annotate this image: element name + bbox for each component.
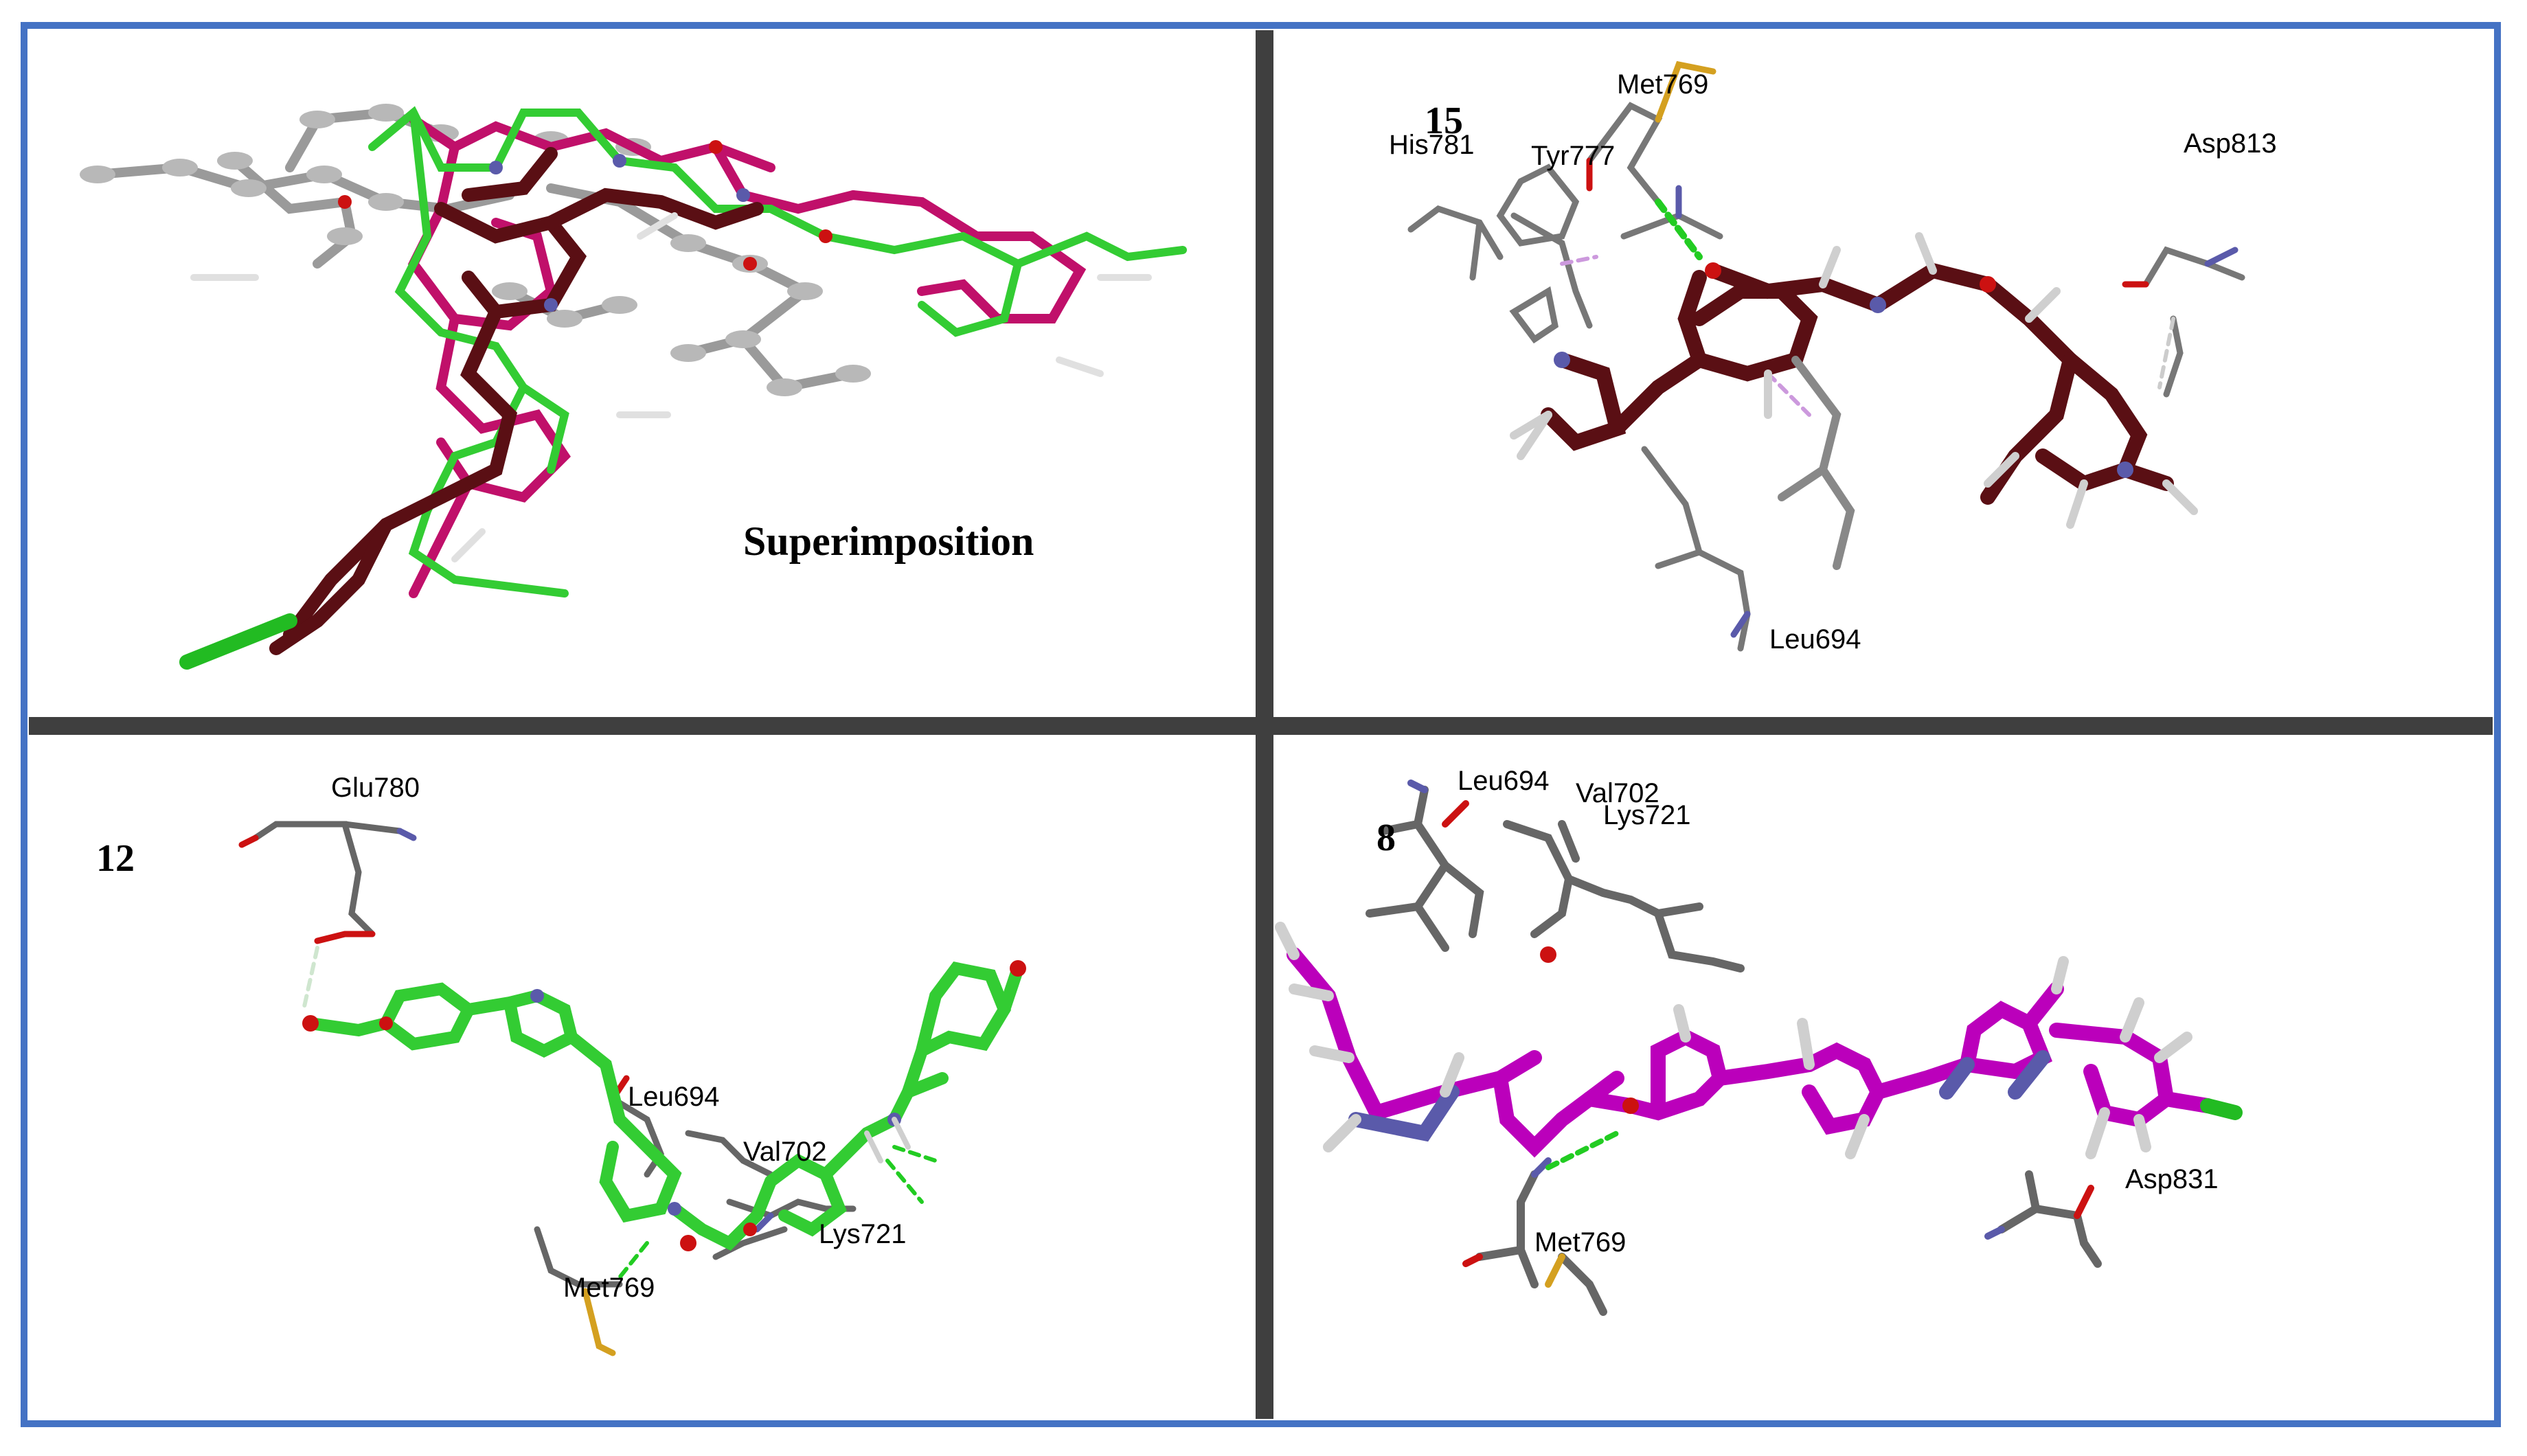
compound-15-structure: Met769 His781 Tyr777 Asp813 Leu694	[1389, 60, 2277, 655]
superimposition-structure	[80, 104, 1187, 670]
residue-label: Asp813	[2184, 128, 2277, 159]
compound-15-panel: Met769 His781 Tyr777 Asp813 Leu694 15	[1273, 30, 2493, 717]
residue-label: Met769	[1534, 1227, 1626, 1258]
residue-label: Leu694	[628, 1082, 719, 1112]
residue-label: Val702	[1576, 778, 1659, 808]
residue-label: Glu780	[331, 773, 420, 803]
compound-12-structure: Glu780 Leu694 Val702 Lys721 Met769	[238, 773, 1026, 1356]
residue-label: Tyr777	[1531, 141, 1615, 171]
horizontal-divider	[29, 717, 2493, 735]
residue-label: Val702	[743, 1137, 827, 1167]
compound-12-panel: Glu780 Leu694 Val702 Lys721 Met769 12	[29, 735, 1256, 1419]
superimposition-label: Superimposition	[743, 519, 1034, 564]
compound-8-structure: Leu694 Val702 Lys721 Asp831 Met769	[1275, 766, 2243, 1316]
residue-label: His781	[1389, 130, 1475, 160]
compound-id: 12	[96, 837, 135, 880]
residue-label: Lys721	[819, 1219, 907, 1249]
compound-id: 15	[1425, 100, 1463, 142]
residue-label: Leu694	[1769, 624, 1861, 655]
residue-label: Met769	[563, 1273, 655, 1303]
compound-id: 8	[1376, 817, 1396, 859]
residue-label: Leu694	[1458, 766, 1549, 796]
compound-8-panel: Leu694 Val702 Lys721 Asp831 Met769 8	[1273, 735, 2493, 1419]
residue-label: Met769	[1617, 69, 1708, 100]
residue-label: Asp831	[2125, 1164, 2219, 1194]
superimposition-panel: Superimposition	[29, 30, 1256, 717]
residue-label: Lys721	[1603, 800, 1691, 830]
